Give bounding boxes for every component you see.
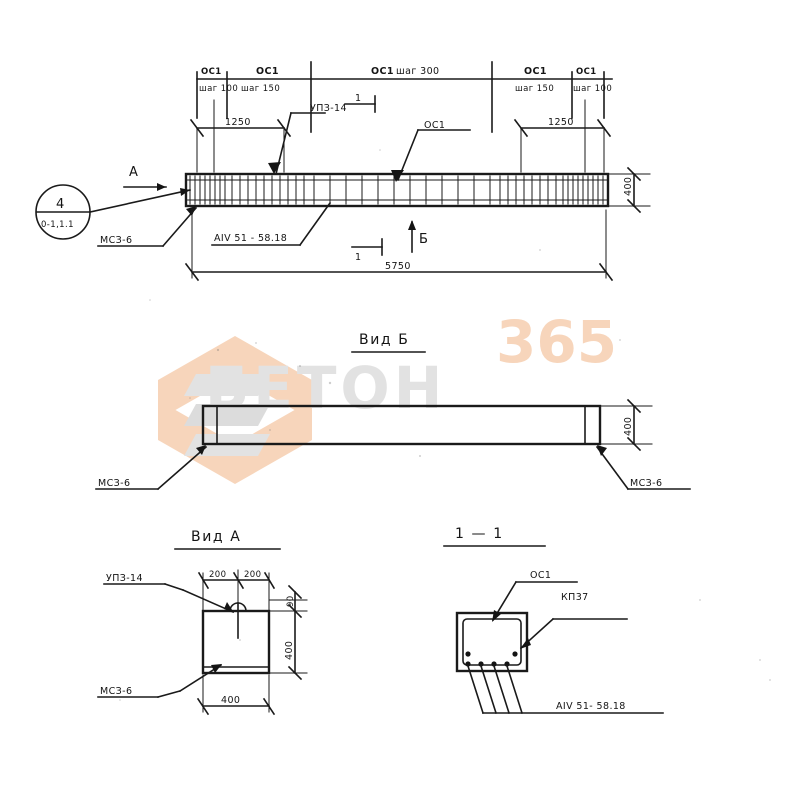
svg-text:шаг 100: шаг 100 (199, 84, 238, 94)
main-beam-elevation: ОС1 шаг 100 ОС1 шаг 150 ОС1 шаг 300 ОС1 … (35, 61, 651, 282)
svg-text:90: 90 (286, 595, 296, 607)
watermark-number: 365 (496, 308, 617, 376)
svg-text:МСЗ-6: МСЗ-6 (100, 686, 132, 697)
spacing-label-2: ОС1 шаг 150 (241, 66, 280, 94)
dim-beam-height: 400 (607, 166, 651, 214)
svg-text:365: 365 (496, 308, 617, 376)
svg-text:АIV 51 - 58.18: АIV 51 - 58.18 (214, 233, 287, 244)
view-a: Вид А 200 200 (97, 529, 308, 716)
svg-text:БЕТОН: БЕТОН (205, 354, 446, 422)
section-1-1-title: 1 — 1 (455, 526, 504, 542)
rebar-dots (465, 651, 518, 667)
svg-text:УПЗ-14: УПЗ-14 (106, 573, 143, 584)
dim-right-zone: 1250 (513, 117, 612, 138)
svg-text:200: 200 (209, 570, 226, 580)
leader-msz-6-view-b-left: МСЗ-6 (95, 445, 208, 491)
svg-text:Б: Б (419, 232, 428, 247)
view-arrow-b: Б (408, 220, 428, 253)
svg-text:400: 400 (221, 695, 240, 706)
section-mark-1-upper: 1 (344, 93, 376, 113)
leader-upz-14-view-a: УПЗ-14 (103, 573, 235, 614)
section-mark-1-lower: 1 (351, 238, 383, 263)
svg-text:5750: 5750 (385, 261, 411, 272)
svg-text:0-1,1.1: 0-1,1.1 (41, 220, 74, 230)
view-arrow-a: А (123, 165, 167, 191)
svg-text:ОС1: ОС1 (524, 66, 547, 77)
section-1-1: 1 — 1 ОС1 (443, 526, 664, 715)
dim-left-zone: 1250 (189, 117, 292, 138)
view-b-dim-height: 400 (599, 398, 653, 452)
svg-text:А: А (129, 165, 138, 180)
spacing-label-4: ОС1 шаг 150 (515, 66, 554, 94)
svg-text:шаг 100: шаг 100 (573, 84, 612, 94)
svg-text:200: 200 (244, 570, 261, 580)
view-b-outline (201, 404, 602, 446)
svg-text:ОС1: ОС1 (530, 570, 551, 581)
svg-text:ОС1: ОС1 (576, 67, 597, 77)
svg-text:1250: 1250 (548, 117, 574, 128)
watermark-word: БЕТОН (205, 354, 446, 422)
view-a-title: Вид А (191, 529, 241, 545)
svg-text:1250: 1250 (225, 117, 251, 128)
svg-text:1: 1 (355, 252, 361, 263)
svg-text:400: 400 (623, 417, 634, 436)
svg-text:шаг 150: шаг 150 (515, 84, 554, 94)
svg-text:400: 400 (623, 177, 634, 196)
leader-aiv-51-58-18: АIV 51 - 58.18 (211, 201, 332, 247)
view-a-dim-top: 200 200 (197, 569, 276, 613)
svg-text:ОС1: ОС1 (371, 66, 394, 77)
svg-text:ОС1: ОС1 (256, 66, 279, 77)
scan-noise (119, 149, 771, 701)
svg-text:КП37: КП37 (561, 592, 589, 603)
view-a-dim-width: 400 (196, 674, 276, 716)
svg-text:шаг 150: шаг 150 (241, 84, 280, 94)
spacing-zone-ticks (196, 61, 605, 133)
spacing-label-3: ОС1 шаг 300 (371, 66, 439, 77)
leader-msz-6-elevation: МСЗ-6 (97, 206, 198, 248)
view-b: Вид Б 400 МСЗ-6 (95, 332, 691, 491)
svg-text:400: 400 (284, 641, 295, 660)
svg-text:МСЗ-6: МСЗ-6 (100, 235, 132, 246)
svg-text:шаг 300: шаг 300 (396, 66, 439, 77)
leader-aiv-bundle: АIV 51- 58.18 (466, 664, 664, 715)
svg-text:ОС1: ОС1 (424, 120, 445, 131)
stirrup-set (189, 175, 604, 205)
svg-text:ОС1: ОС1 (201, 67, 222, 77)
lifting-loop (229, 602, 247, 639)
dim-overall-length: 5750 (184, 209, 614, 282)
spacing-label-5: ОС1 шаг 100 (573, 67, 612, 94)
view-a-outline (201, 609, 271, 675)
svg-text:МСЗ-6: МСЗ-6 (630, 478, 662, 489)
leader-msz-6-view-a: МСЗ-6 (97, 663, 223, 698)
svg-text:4: 4 (56, 197, 65, 212)
view-a-dim-right: 90 400 (268, 584, 308, 681)
svg-text:АIV 51- 58.18: АIV 51- 58.18 (556, 701, 626, 712)
svg-text:МСЗ-6: МСЗ-6 (98, 478, 130, 489)
leader-os1-section: ОС1 (491, 570, 578, 622)
svg-text:УПЗ-14: УПЗ-14 (310, 103, 347, 114)
svg-text:1: 1 (355, 93, 361, 104)
spacing-label-1: ОС1 шаг 100 (199, 67, 238, 94)
leader-kp37: КП37 (519, 592, 628, 650)
leader-os1: ОС1 (391, 120, 471, 182)
title-callout-circle: 4 0-1,1.1 (35, 184, 191, 240)
view-b-title: Вид Б (359, 332, 409, 348)
leader-upz-14: УПЗ-14 (268, 103, 347, 175)
leader-msz-6-view-b-right: МСЗ-6 (595, 445, 691, 491)
